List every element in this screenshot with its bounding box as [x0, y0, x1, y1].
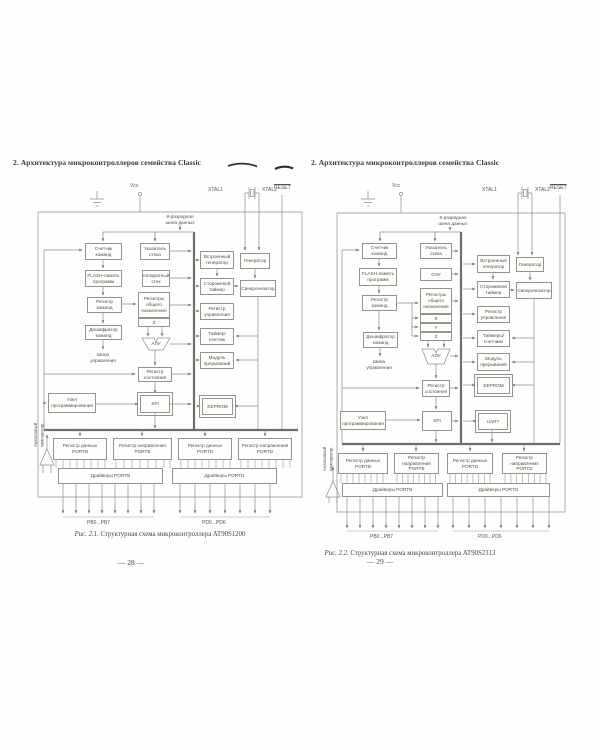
portb-pins-label: PB0...PB7: [87, 520, 111, 526]
block-instruction-register: Регистр команд: [87, 297, 122, 313]
block-status-register: Регистр состояния: [138, 367, 172, 382]
crystal-icon: [518, 187, 532, 199]
block-programming-unit: Узел программирования: [48, 393, 96, 413]
control-bus-label: Шина управления: [90, 352, 116, 363]
portb-pins-label: PB0...PB7: [370, 534, 394, 540]
vcc-pin-icon: [399, 192, 403, 213]
xtal2-label: XTAL2: [262, 187, 277, 193]
block-instruction-register: Регистр команд: [362, 295, 397, 311]
wiring-at90s1200: [37, 187, 303, 518]
block-reg-z: Z: [138, 318, 170, 327]
block-eeprom: EEPROM: [199, 395, 236, 418]
block-control-register: Регистр управления: [477, 306, 510, 323]
block-gp-registers: Регистры общего назначения: [138, 292, 170, 318]
block-reg-dir-portd: Регистр направления PORTD: [502, 453, 547, 474]
block-drivers-portb: Драйверы PORTB: [58, 468, 163, 484]
data-bus-label: 8-разрядная шина данных: [165, 214, 195, 225]
block-reg-data-portd: Регистр данных PORTD: [447, 453, 493, 474]
block-synchronizer: Синхронизатор: [240, 280, 276, 297]
diagram-at90s2313: Vcc XTAL1 XTAL2 RESET 8-разрядная шина д…: [322, 183, 600, 548]
block-alu: АЛУ: [151, 340, 161, 346]
block-gp-registers: Регистры общего назначения: [420, 288, 452, 314]
block-alu: АЛУ: [431, 352, 441, 358]
caption-fig-2-1: Рис. 2.1. Структурная схема микроконтрол…: [55, 531, 265, 538]
block-drivers-portd: Драйверы PORTD: [172, 468, 277, 484]
block-drivers-portd: Драйверы PORTD: [447, 483, 550, 497]
block-stack-pointer: Указатель стека: [140, 243, 170, 260]
block-program-counter: Счетчик команд: [85, 243, 122, 260]
block-stack-pointer: Указатель стека: [420, 243, 452, 259]
portd-pins-label: PD0...PD6: [202, 520, 226, 526]
analog-comparator-label: Аналоговый компаратор: [322, 446, 334, 472]
block-synchronizer: Синхронизатор: [516, 282, 552, 299]
xtal2-label: XTAL2: [535, 187, 550, 193]
block-hw-stack: Аппаратный стек: [142, 270, 170, 287]
caption-fig-number: Рис. 2.1.: [74, 531, 99, 538]
block-control-register: Регистр управления: [200, 303, 234, 320]
caption-text: Структурная схема микроконтроллера AT90S…: [98, 531, 246, 538]
block-watchdog: Сторожевой таймер: [477, 281, 510, 298]
page-right-header: 2. Архитектура микроконтроллеров семейст…: [311, 158, 500, 167]
block-reg-data-portb: Регистр данных PORTB: [53, 438, 107, 460]
block-reg-data-portd: Регистр данных PORTD: [178, 438, 232, 460]
ground-icon: [90, 191, 104, 207]
caption-text: Структурная схема микроконтроллера AT90S…: [348, 550, 496, 557]
control-bus-label: Шина управления: [366, 359, 392, 370]
vcc-label: Vcc: [130, 183, 139, 189]
comparator-triangle-icon: [325, 480, 341, 498]
vcc-pin-icon: [138, 192, 142, 212]
xtal1-label: XTAL1: [208, 187, 223, 193]
block-uart: UART: [475, 410, 511, 433]
caption-fig-number: Рис. 2.2.: [324, 550, 349, 557]
block-interrupt-module: Модуль прерываний: [200, 352, 234, 369]
block-reg-x: X: [420, 314, 452, 323]
block-flash: FLASH-память программ: [359, 268, 397, 286]
comparator-triangle-icon: [39, 448, 55, 466]
block-internal-oscillator: Встроенный генератор: [200, 251, 234, 269]
block-decoder: Дешифратор команд: [363, 332, 398, 348]
page-number-29: — 29 —: [366, 557, 394, 566]
block-reg-dir-portd: Регистр направления PORTD: [238, 438, 292, 460]
block-spi: SPI: [422, 411, 452, 431]
block-drivers-portb: Драйверы PORTB: [342, 483, 443, 497]
block-ram: ОЗУ: [420, 268, 452, 281]
block-reg-y: Y: [420, 323, 452, 332]
block-reg-z: Z: [420, 332, 452, 341]
block-reg-dir-portb: Регистр направления PORTB: [113, 438, 172, 460]
analog-comparator-label: Аналоговый компаратор: [33, 422, 45, 448]
block-timer-counters: Таймеры/ счетчики: [477, 330, 510, 347]
block-decoder: Дешифратор команд: [85, 325, 122, 340]
block-program-counter: Счетчик команд: [362, 243, 397, 259]
block-reg-data-portb: Регистр данных PORTB: [338, 453, 388, 474]
block-oscillator: Генератор: [240, 253, 270, 269]
reset-label: RESET: [274, 185, 291, 191]
page-number-28: — 28 —: [117, 558, 145, 567]
portd-pins-label: PD0...PD6: [478, 534, 502, 540]
block-internal-oscillator: Встроенный генератор: [477, 255, 510, 273]
block-oscillator: Генератор: [516, 257, 544, 272]
block-timer-counter: Таймер/ счетчик: [200, 328, 234, 345]
block-watchdog: Сторожевой таймер: [200, 278, 234, 295]
wiring-at90s2313: [325, 187, 566, 532]
reset-label: RESET: [550, 185, 567, 191]
caption-fig-2-2: Рис. 2.2. Структурная схема микроконтрол…: [300, 550, 520, 557]
diagram-at90s1200: Vcc XTAL1 XTAL2 RESET 8-разрядная шина д…: [30, 183, 310, 535]
block-flash: FLASH-память программ: [85, 270, 122, 287]
block-programming-unit: Узел программирования: [340, 411, 386, 430]
vcc-label: Vcc: [392, 183, 401, 189]
block-reg-dir-portb: Регистр направления PORTB: [394, 453, 439, 474]
page-left-header: 2. Архитектура микроконтроллеров семейст…: [13, 158, 202, 167]
block-interrupt-module: Модуль прерываний: [477, 353, 510, 371]
ground-icon: [361, 191, 375, 207]
crystal-icon: [245, 187, 259, 199]
block-status-register: Регистр состояния: [422, 380, 450, 397]
block-spi: SPI: [137, 392, 173, 416]
block-eeprom: EEPROM: [474, 374, 513, 397]
xtal1-label: XTAL1: [482, 187, 497, 193]
data-bus-label: 8-разрядная шина данных: [438, 215, 468, 226]
